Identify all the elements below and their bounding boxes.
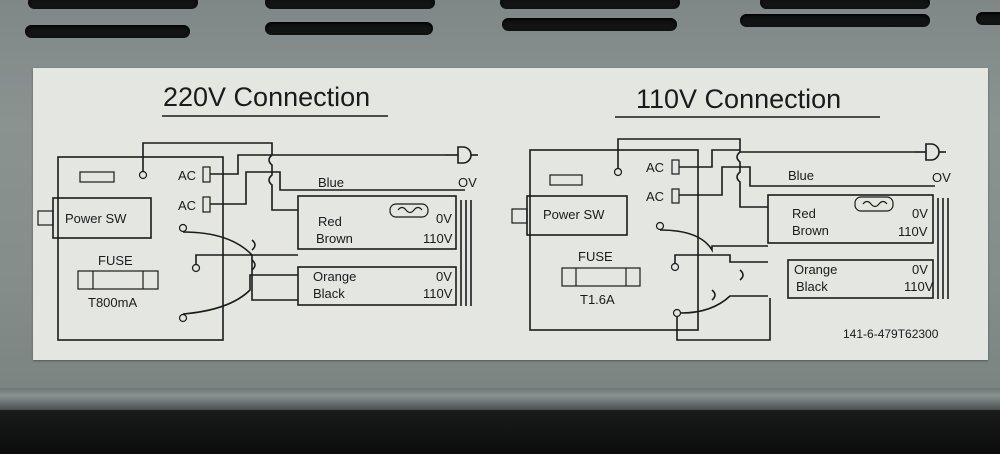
wire-label-orange: Orange bbox=[313, 269, 356, 284]
thermal-fuse-symbol bbox=[862, 200, 888, 208]
tap-label: 110V bbox=[898, 224, 928, 239]
plug-icon bbox=[457, 146, 472, 164]
wire bbox=[679, 166, 935, 196]
terminal bbox=[178, 313, 188, 323]
fuse-holder bbox=[77, 270, 159, 290]
wire-label-red: Red bbox=[318, 214, 342, 229]
wire bbox=[680, 295, 768, 314]
wire bbox=[736, 151, 768, 208]
tap-label: 0V bbox=[436, 211, 452, 226]
wire-label-blue: Blue bbox=[788, 168, 814, 183]
title-110v: 110V Connection bbox=[636, 84, 841, 114]
thermal-fuse bbox=[854, 196, 894, 212]
tap-label: 110V bbox=[904, 279, 934, 294]
wire bbox=[182, 274, 298, 315]
wire-label-brown: Brown bbox=[792, 223, 829, 238]
vent-slot bbox=[265, 22, 433, 35]
fuse-holder bbox=[561, 267, 641, 287]
wire bbox=[210, 171, 465, 205]
wire bbox=[674, 254, 768, 263]
wire bbox=[195, 254, 298, 264]
ac-label: AC bbox=[178, 198, 196, 213]
fuse-rating: T1.6A bbox=[580, 292, 615, 307]
thermal-fuse bbox=[389, 203, 429, 218]
fuse-label: FUSE bbox=[98, 253, 133, 268]
wire bbox=[210, 154, 272, 175]
ac-connector bbox=[202, 166, 211, 183]
ac-label: AC bbox=[646, 189, 664, 204]
wire bbox=[679, 149, 740, 168]
vent-slot bbox=[25, 25, 190, 38]
wire bbox=[182, 231, 298, 301]
ac-label: AC bbox=[178, 168, 196, 183]
wire-crossover bbox=[251, 239, 256, 271]
terminal bbox=[613, 167, 623, 177]
wire-label-brown: Brown bbox=[316, 231, 353, 246]
transformer-winding bbox=[297, 195, 457, 250]
vent-slot bbox=[760, 0, 930, 9]
wire bbox=[617, 138, 741, 168]
wire-label-orange: Orange bbox=[794, 262, 837, 277]
terminal bbox=[655, 221, 665, 231]
ac-label: AC bbox=[646, 160, 664, 175]
ac-connector bbox=[671, 159, 680, 175]
terminal bbox=[672, 308, 682, 318]
title-220v: 220V Connection bbox=[163, 82, 370, 112]
power-switch-label: Power SW bbox=[65, 211, 127, 226]
ac-connector bbox=[671, 188, 680, 204]
wire bbox=[676, 298, 771, 341]
power-switch-label: Power SW bbox=[543, 207, 605, 222]
diagram-220v: 220V Connection Power SW FUSE T800mA AC … bbox=[37, 82, 478, 341]
vent-slot bbox=[502, 18, 677, 31]
vent-slot bbox=[500, 0, 680, 9]
plug-icon bbox=[925, 143, 940, 161]
terminal bbox=[178, 223, 188, 233]
wire bbox=[659, 229, 768, 253]
vent-slot bbox=[28, 0, 198, 9]
unit-outline bbox=[529, 149, 699, 331]
tap-label: 0V bbox=[912, 262, 928, 277]
vent-slot bbox=[976, 12, 1000, 25]
indicator-lamp bbox=[549, 174, 583, 186]
ov-label: OV bbox=[458, 175, 477, 190]
diagram-110v: 110V Connection Power SW FUSE T1.6A AC A… bbox=[511, 84, 951, 341]
wire-label-blue: Blue bbox=[318, 175, 344, 190]
wire-label-red: Red bbox=[792, 206, 816, 221]
fuse-label: FUSE bbox=[578, 249, 613, 264]
switch-knob bbox=[511, 208, 528, 224]
transformer-winding bbox=[787, 259, 934, 299]
wire bbox=[268, 154, 298, 211]
thermal-fuse-symbol bbox=[397, 206, 423, 214]
fuse-rating: T800mA bbox=[88, 295, 137, 310]
indicator-lamp bbox=[79, 171, 115, 183]
unit-outline bbox=[57, 156, 224, 341]
wire-label-black: Black bbox=[313, 286, 345, 301]
tap-label: 110V bbox=[423, 286, 453, 301]
wire-label-black: Black bbox=[796, 279, 828, 294]
vent-slot bbox=[740, 14, 930, 27]
terminal bbox=[138, 170, 148, 180]
ac-connector bbox=[202, 196, 211, 213]
wire-crossover bbox=[711, 269, 744, 301]
vent-slot bbox=[265, 0, 435, 9]
terminal bbox=[191, 263, 201, 273]
wire bbox=[142, 142, 273, 171]
tap-label: 0V bbox=[436, 269, 452, 284]
ov-label: OV bbox=[932, 170, 951, 185]
table-surface bbox=[0, 410, 1000, 454]
tap-label: 110V bbox=[423, 231, 453, 246]
chassis-edge bbox=[0, 388, 1000, 410]
part-number: 141-6-479T62300 bbox=[843, 327, 939, 341]
terminal bbox=[670, 262, 680, 272]
transformer-winding bbox=[297, 266, 457, 306]
switch-knob bbox=[37, 210, 54, 226]
tap-label: 0V bbox=[912, 206, 928, 221]
transformer-winding bbox=[767, 194, 934, 244]
